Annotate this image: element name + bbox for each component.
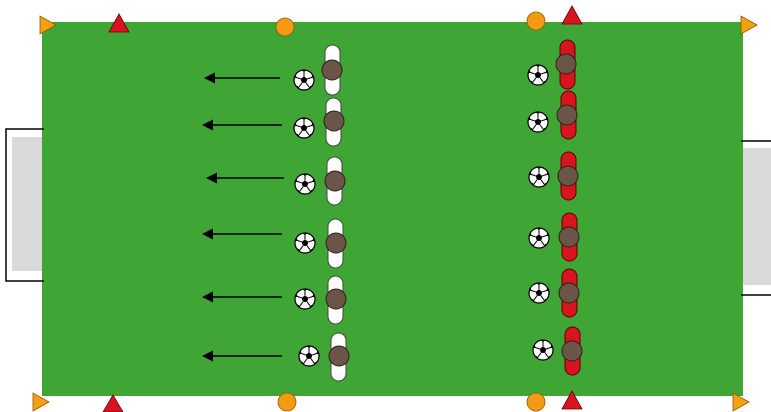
player-icon [323,97,345,147]
pitch [42,22,743,396]
cone-icon [108,13,130,33]
disc-marker-icon [275,17,295,37]
disc-marker-icon [526,11,546,31]
player-icon [325,218,347,269]
player-icon [325,275,347,325]
left-goal [5,128,44,282]
player-icon [324,156,346,206]
white-team [293,44,350,382]
disc-marker-icon [277,392,297,412]
player-icon [321,44,343,96]
cone-icon [102,394,124,412]
cone-icon [561,5,583,25]
disc-marker-icon [526,392,546,412]
triangle-flag-icon [732,392,750,412]
triangle-flag-icon [740,15,758,35]
soccer-ball-icon [528,166,550,188]
player-icon [558,268,580,318]
direction-arrows [201,72,284,362]
soccer-ball-icon [298,345,320,367]
soccer-ball-icon [293,117,315,139]
soccer-ball-icon [294,288,316,310]
red-team [527,39,583,376]
player-icon [555,39,577,90]
soccer-ball-icon [294,232,316,254]
soccer-ball-icon [294,173,316,195]
player-icon [328,332,350,382]
cone-icon [561,390,583,410]
soccer-ball-icon [293,69,315,91]
player-icon [556,90,578,140]
corner-flags [32,15,758,412]
right-goal [741,140,771,296]
soccer-ball-icon [528,282,550,304]
soccer-ball-icon [527,64,549,86]
soccer-ball-icon [528,227,550,249]
red-cones [102,5,583,412]
triangle-flag-icon [39,15,57,35]
soccer-ball-icon [532,339,554,361]
orange-markers [275,11,546,412]
soccer-ball-icon [527,111,549,133]
triangle-flag-icon [32,392,50,412]
player-icon [558,212,580,262]
player-icon [557,151,579,201]
player-icon [561,326,583,376]
